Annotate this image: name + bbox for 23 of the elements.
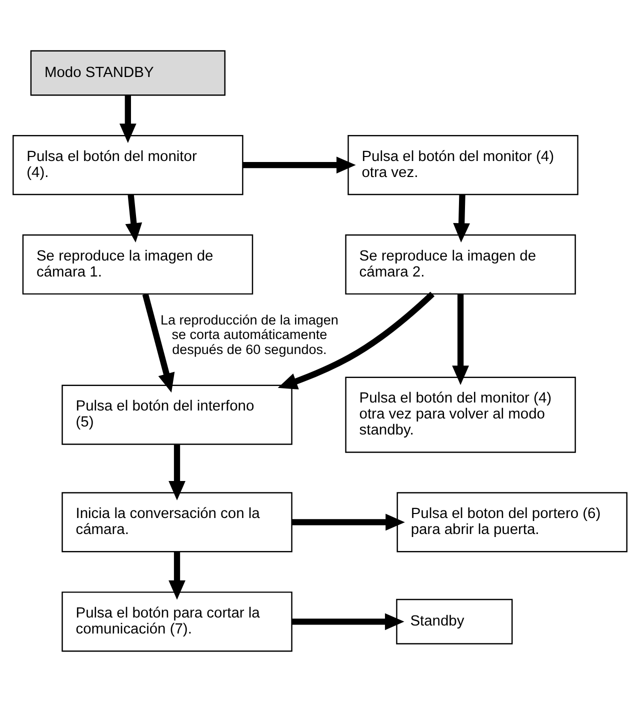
node-box: Modo STANDBY [30, 50, 226, 96]
arrow [242, 156, 356, 174]
edge-label: La reproducción de la imagen se corta automáticamente después de 60 segundos. [160, 312, 338, 357]
node-box: Se reproduce la imagen de cámara 2. [345, 234, 576, 295]
node-box: Inicia la conversación con la cámara. [62, 492, 292, 552]
node-box: Pulsa el botón para cortar la comunicación (7). [62, 592, 292, 652]
arrow [125, 194, 142, 242]
node-box: Pulsa el botón del monitor (4) otra vez. [348, 134, 578, 196]
node-box: Se reproduce la imagen de cámara 1. [22, 234, 254, 295]
arrow [292, 613, 404, 630]
arrow [168, 552, 186, 600]
node-box: Standby [396, 598, 513, 644]
node-box: Pulsa el botón del monitor (4). [12, 134, 244, 196]
arrow [119, 95, 136, 143]
arrow [168, 444, 186, 500]
arrow [453, 194, 470, 243]
arrow [292, 514, 405, 531]
arrow [452, 294, 469, 385]
node-box: Pulsa el botón del interfono (5) [62, 384, 292, 445]
arrow [142, 293, 175, 393]
node-box: Pulsa el boton del portero (6) para abrir la puerta. [396, 492, 628, 552]
node-box: Pulsa el botón del monitor (4) otra vez para volver al modo standby. [345, 376, 576, 453]
arrow [278, 292, 435, 390]
